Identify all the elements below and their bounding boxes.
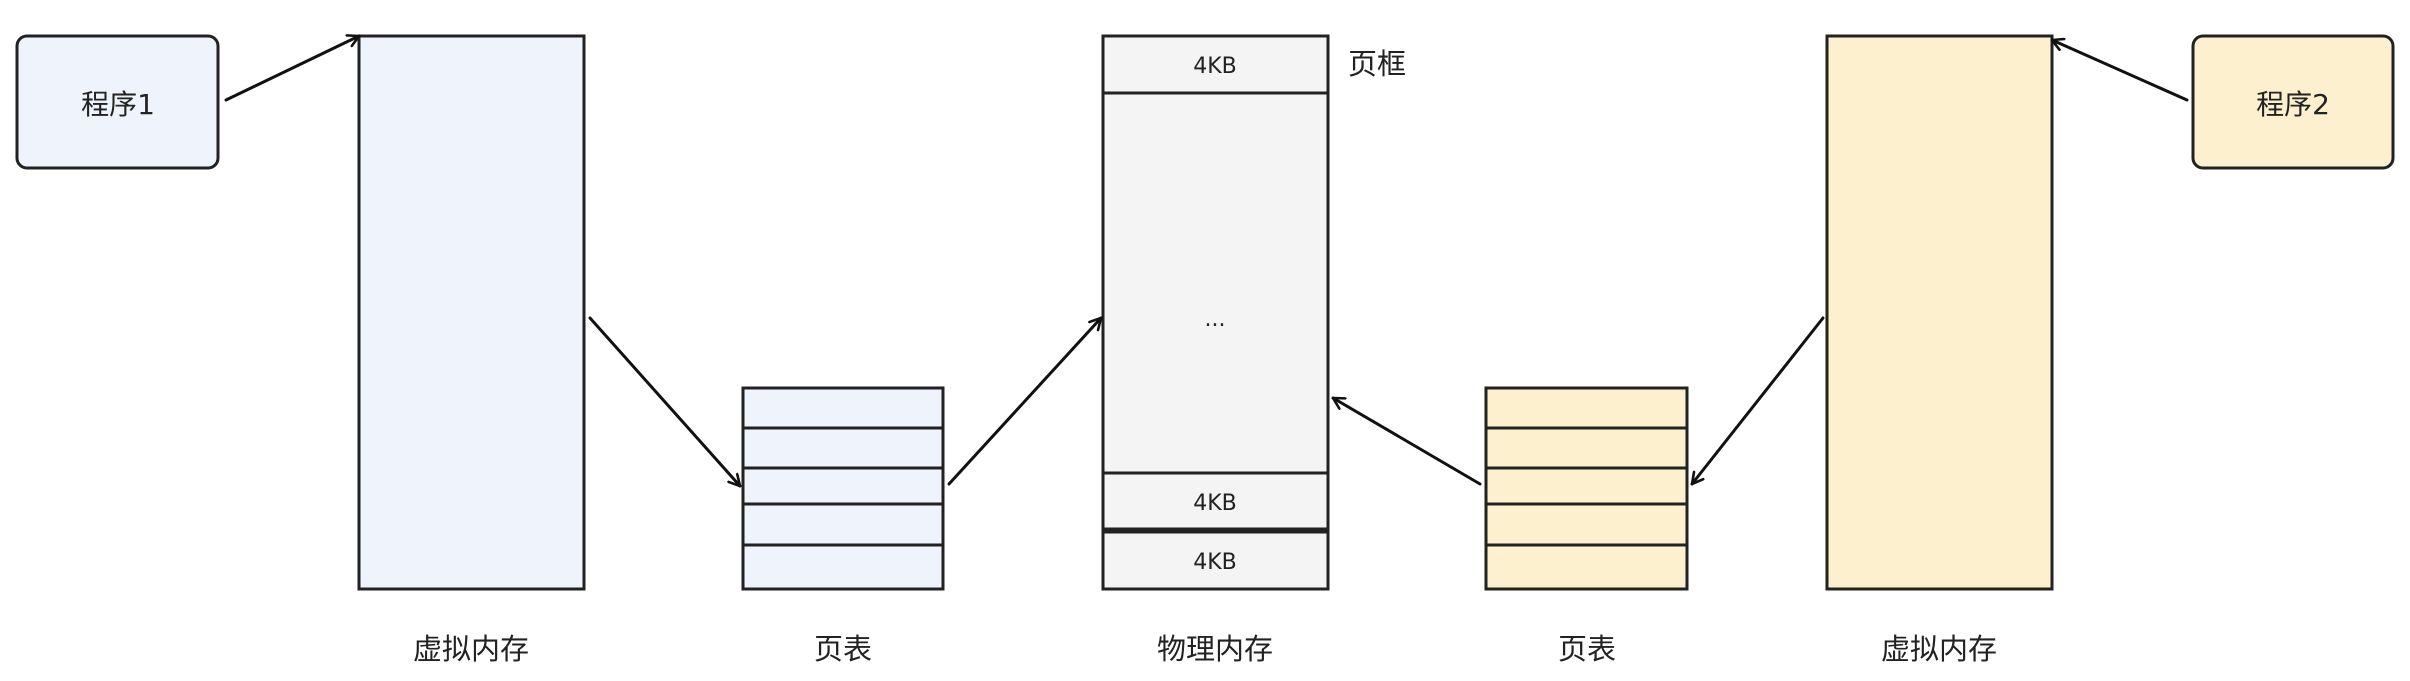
left-page-table: 页表 — [741, 386, 945, 666]
left-virtual-memory-box — [357, 34, 586, 591]
left-page-table-box — [741, 386, 945, 591]
right-page-table-label: 页表 — [1558, 632, 1616, 666]
program1-to-virtual-arrow — [224, 36, 361, 102]
right-virtual-memory-label: 虚拟内存 — [1881, 632, 1997, 666]
right-virtual-memory-box — [1825, 34, 2054, 591]
physical-memory-label: 物理内存 — [1157, 632, 1273, 666]
physical-frame-middle — [1101, 91, 1330, 475]
physical-frame-top-label: 4KB — [1193, 54, 1237, 79]
right-virtual-to-page-table-arrow — [1690, 316, 1825, 486]
physical-frame-ellipsis: ... — [1205, 307, 1226, 332]
program1-label: 程序1 — [81, 88, 155, 121]
right-page-table-box — [1484, 386, 1689, 591]
program2-node: 程序2 — [2191, 34, 2395, 170]
program2-label: 程序2 — [2256, 88, 2330, 121]
page-frame-label: 页框 — [1348, 47, 1406, 81]
left-page-table-label: 页表 — [814, 632, 872, 666]
left-virtual-memory: 虚拟内存 — [357, 34, 586, 666]
program1-node: 程序1 — [15, 34, 220, 170]
physical-frame-3 — [1101, 471, 1330, 531]
physical-memory: 4KB ... 4KB 4KB 页框 物理内存 — [1101, 34, 1406, 666]
physical-frame-3-label: 4KB — [1193, 491, 1237, 516]
program2-to-virtual-arrow — [2050, 40, 2189, 102]
right-page-table-to-physical-arrow — [1331, 396, 1482, 486]
physical-frame-4 — [1101, 530, 1330, 591]
right-page-table: 页表 — [1484, 386, 1689, 666]
virtual-to-page-table-arrow — [588, 316, 742, 488]
program2-box — [2191, 34, 2395, 170]
page-table-to-physical-arrow — [947, 316, 1103, 486]
program1-box — [15, 34, 220, 170]
left-virtual-memory-label: 虚拟内存 — [413, 632, 529, 666]
right-virtual-memory: 虚拟内存 — [1825, 34, 2054, 666]
physical-frame-4-label: 4KB — [1193, 550, 1237, 575]
